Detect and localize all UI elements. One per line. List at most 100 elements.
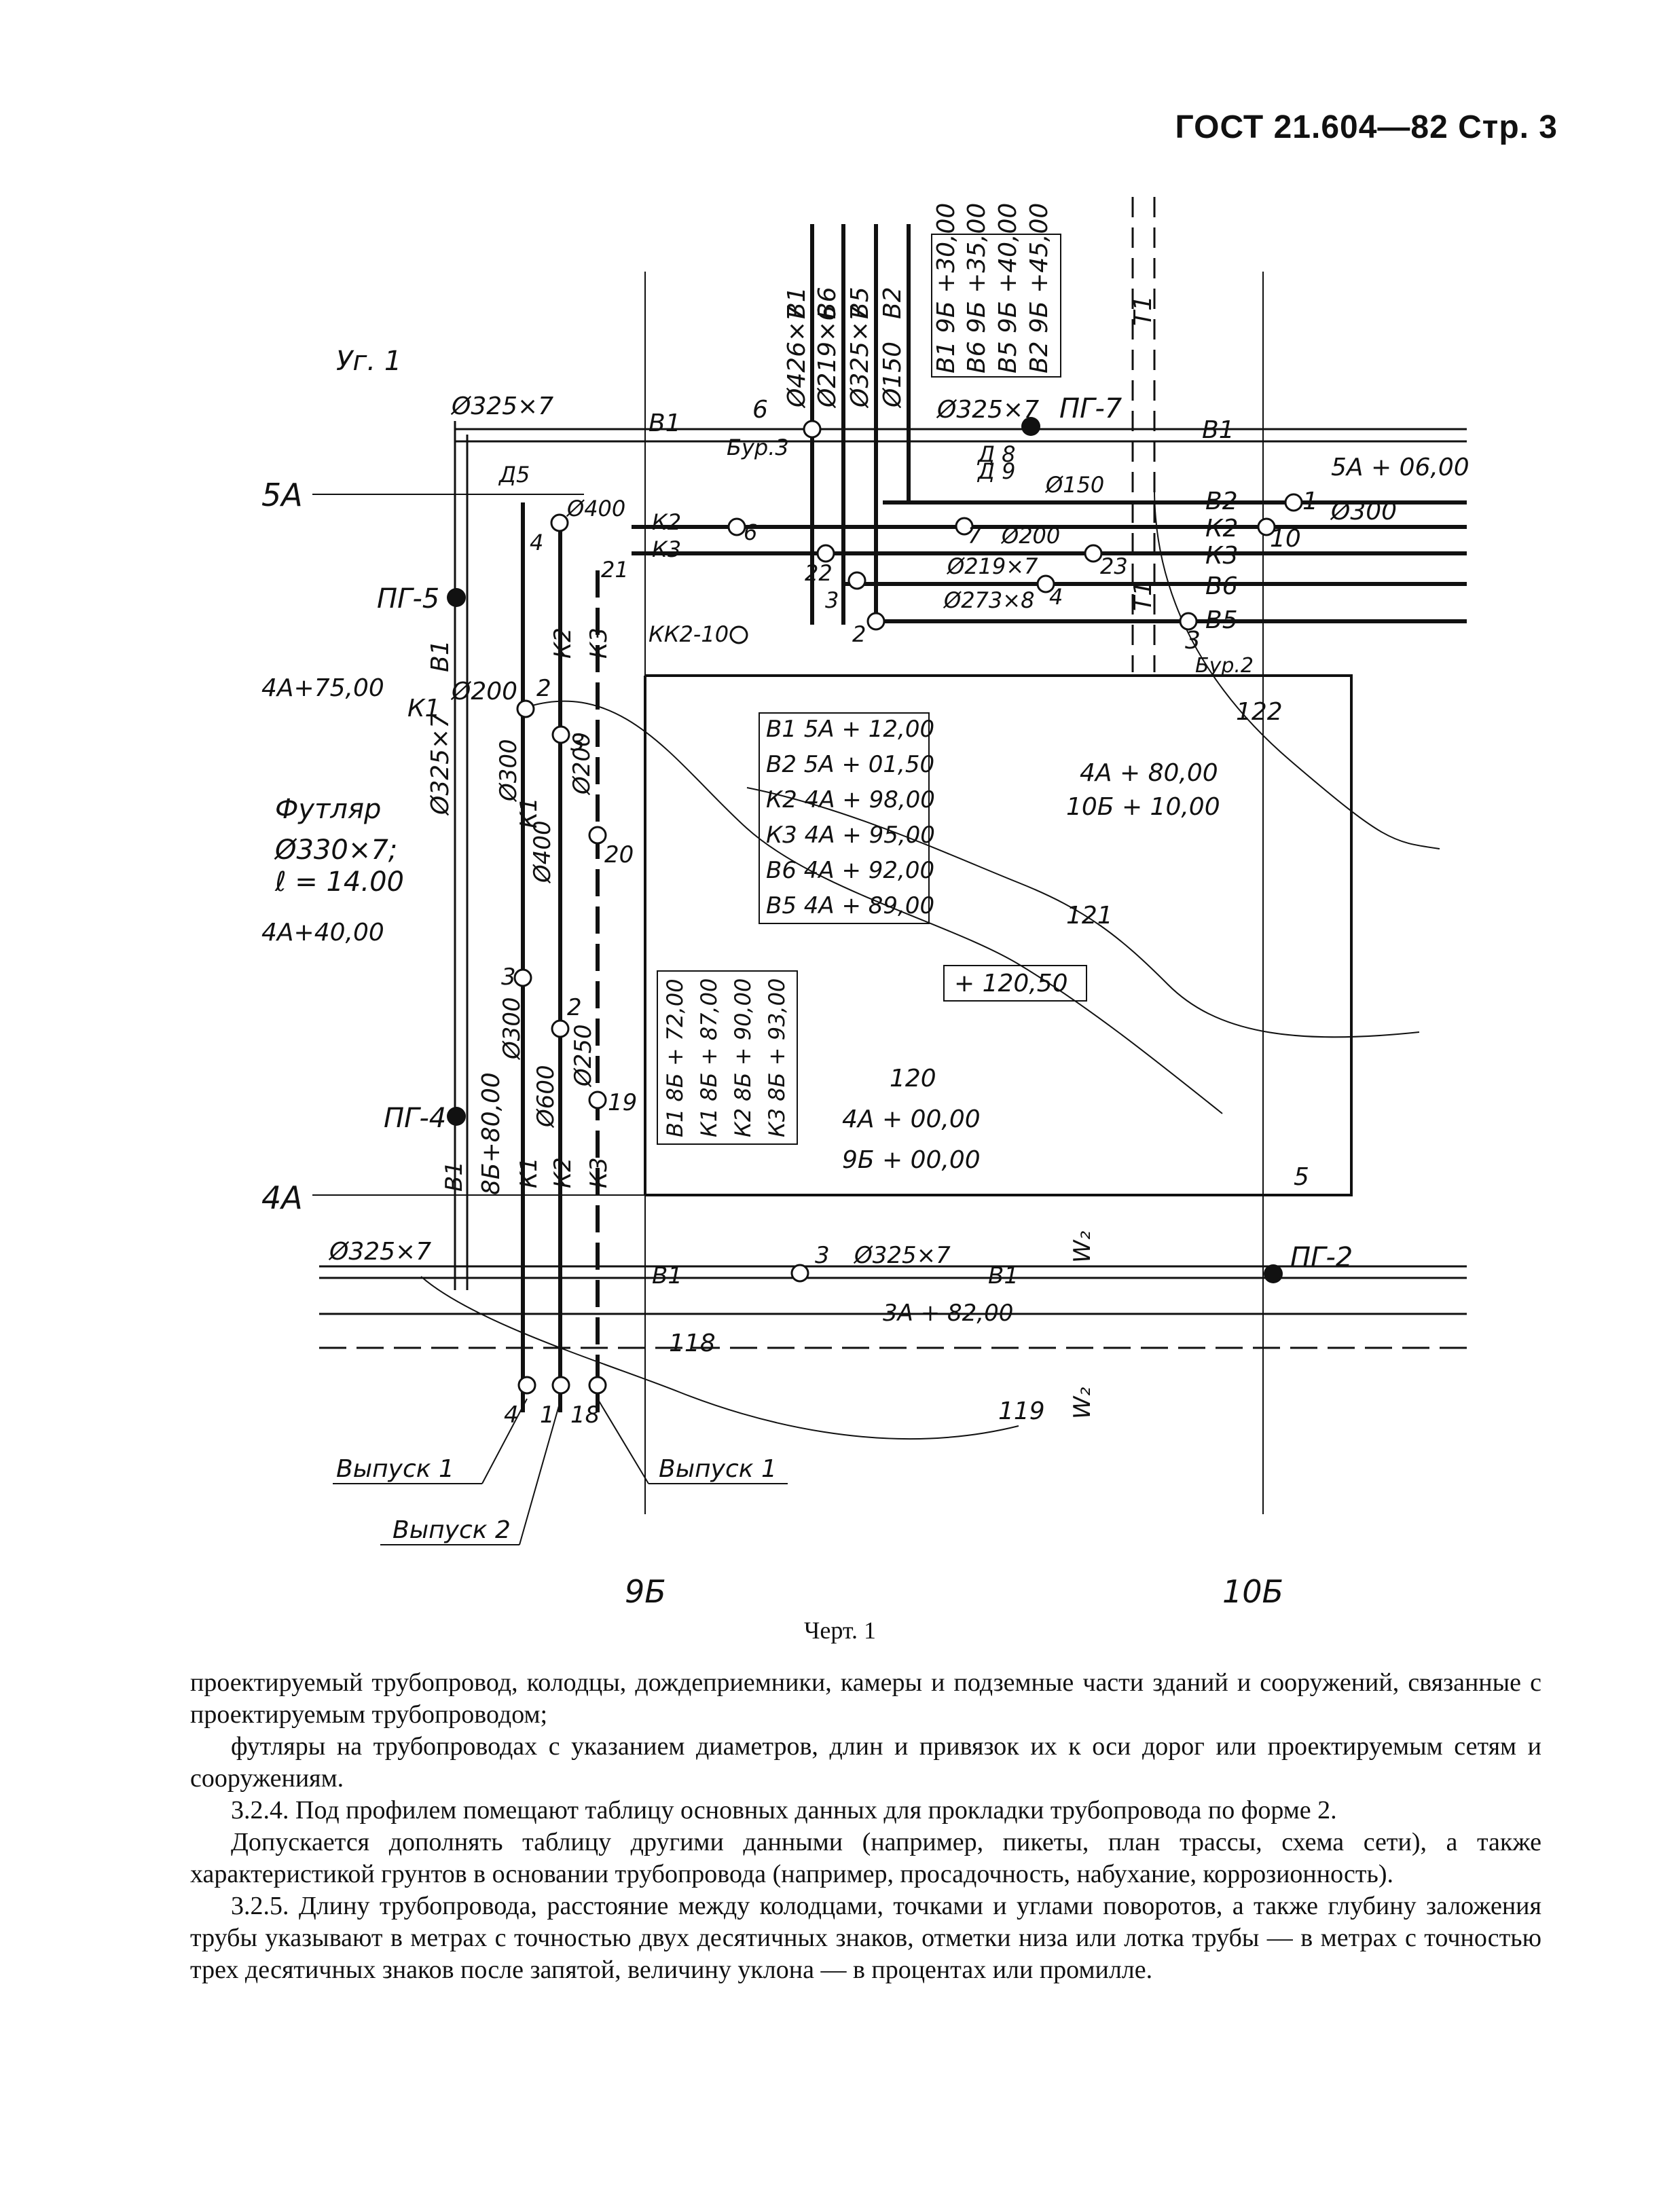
right-t1: Т1 [1129, 581, 1157, 611]
node-d400: Ø400 [566, 496, 625, 521]
axis-10b: 10Б [1222, 1573, 1283, 1609]
pipeline-plan-drawing: Ø426×7 Ø219×6 Ø325×7 Ø150 В1 В6 В5 В2 Т1… [261, 197, 1469, 1609]
bur3-label: Бур.3 [727, 435, 789, 460]
lower-k3: К3 [585, 1157, 613, 1188]
pipe-label-b5: В5 [846, 287, 874, 319]
building-outline [645, 674, 1353, 1196]
contour-122: 122 [1236, 698, 1283, 726]
right-mark-5a: 5А + 06,00 [1331, 454, 1469, 481]
hydrant-pg4: ПГ-4 [384, 1103, 446, 1134]
table-bottom-row-1: В1 8Б + 72,00 [662, 978, 688, 1137]
pipe-label-t1: Т1 [1129, 295, 1157, 326]
hydrant-pg2: ПГ-2 [1290, 1242, 1353, 1273]
right-b2: В2 [1205, 488, 1238, 515]
node-5: 5 [1294, 1163, 1309, 1191]
node-23: 23 [1100, 553, 1128, 579]
d325-vertical: Ø325×7 [426, 713, 454, 816]
right-k3: К3 [1205, 542, 1238, 570]
w2-label-2: W₂ [1069, 1387, 1096, 1419]
lower-b1: В1 [652, 1262, 682, 1289]
table-bottom-row-4: К3 8Б + 93,00 [764, 978, 790, 1137]
tie-in-1: В1 9Б +30,00 [932, 203, 960, 373]
node-k3: К3 [652, 536, 681, 562]
outlet-node-4: 4 [504, 1401, 519, 1429]
axis-5a: 5А [261, 477, 303, 513]
inner-d400: Ø400 [529, 820, 556, 884]
outlet-1-left: Выпуск 1 [336, 1455, 454, 1483]
axis-9b: 9Б [625, 1573, 666, 1609]
right-b5: В5 [1205, 606, 1238, 634]
paragraph-5: 3.2.5. Длину трубопровода, расстояние ме… [190, 1892, 1541, 1984]
table-bottom-row-2: К1 8Б + 87,00 [696, 978, 722, 1137]
table-bottom-row-3: К2 8Б + 90,00 [730, 978, 756, 1137]
table-top-row-2: В2 5А + 01,50 [766, 751, 934, 778]
node-21: 21 [601, 557, 629, 583]
node-kk2: КК2-10 [649, 621, 729, 647]
right-node-10: 10 [1270, 525, 1301, 553]
pipe-diameter-2: Ø219×6 [814, 306, 841, 409]
pipe-diameter-4: Ø150 [879, 342, 907, 409]
d325-top-right: Ø325×7 [936, 396, 1039, 424]
lower-node-3b: 3 [815, 1242, 830, 1269]
right-d300: Ø300 [1330, 498, 1397, 526]
lower-k2: К2 [549, 1157, 577, 1188]
pipe-label-b1: В1 [783, 287, 811, 319]
building-elevation: + 120,50 [954, 970, 1068, 997]
node-k2: К2 [652, 509, 681, 535]
d150-label: Ø150 [1044, 472, 1104, 498]
node-22: 22 [805, 560, 833, 586]
lower-d325: Ø325×7 [853, 1242, 951, 1269]
standard-number: ГОСТ 21.604—82 [1175, 109, 1448, 145]
page-header: ГОСТ 21.604—82 Стр. 3 [1175, 109, 1558, 146]
paragraph-3: 3.2.4. Под профилем помещают таблицу осн… [231, 1796, 1337, 1825]
lower-d600: Ø600 [532, 1065, 560, 1129]
lower-d300: Ø300 [498, 997, 526, 1061]
b1-left-label: В1 [426, 640, 454, 672]
node-4b: 4 [1049, 584, 1063, 610]
pipe-label-b2: В2 [879, 287, 907, 319]
lower-node-19: 19 [608, 1089, 637, 1116]
outlet-node-1: 1 [540, 1401, 555, 1429]
b1-mark: 8Б+80,00 [477, 1072, 505, 1195]
hydrant-pg7: ПГ-7 [1059, 393, 1122, 424]
outlet-2: Выпуск 2 [392, 1516, 511, 1544]
paragraph-1: проектируемый трубопровод, колодцы, дожд… [190, 1668, 1541, 1729]
corner-label: Уг. 1 [336, 346, 401, 377]
contour-118: 118 [669, 1330, 716, 1357]
node-d5: Д5 [498, 462, 530, 488]
outlet-1-right: Выпуск 1 [659, 1455, 777, 1483]
case-mark: 4А+40,00 [261, 919, 384, 947]
table-top-row-3: К2 4А + 98,00 [766, 786, 935, 813]
table-top-row-1: В1 5А + 12,00 [766, 716, 934, 743]
tie-in-2: В6 9Б +35,00 [963, 203, 991, 373]
node-4: 4 [530, 530, 543, 555]
node-3: 3 [825, 587, 839, 613]
right-k2: К2 [1205, 515, 1238, 543]
node-6-top: 6 [752, 396, 768, 424]
axis-4a: 4А [261, 1179, 303, 1216]
case-length: ℓ = 14.00 [274, 866, 404, 898]
inner-d300: Ø300 [495, 739, 522, 803]
node-d219: Ø219×7 [946, 553, 1038, 579]
bur2-label: Бур.2 [1195, 654, 1254, 678]
mark-3a: 3А + 82,00 [883, 1300, 1013, 1327]
case-diameter: Ø330×7; [274, 835, 397, 866]
inner-node-20: 20 [604, 841, 634, 868]
lower-b1-right: В1 [988, 1262, 1019, 1289]
inner-k1: К1 [515, 797, 543, 828]
pipe-diameter-3: Ø325×7 [846, 306, 874, 409]
d200-label: Ø200 [450, 678, 517, 705]
figure-caption: Черт. 1 [804, 1617, 876, 1644]
body-text: проектируемый трубопровод, колодцы, дожд… [190, 1667, 1541, 1986]
tie-in-3: В5 9Б +40,00 [994, 203, 1022, 373]
diameter-bottom-left: Ø325×7 [328, 1238, 431, 1266]
tie-in-4: В2 9Б +45,00 [1025, 203, 1053, 373]
inner-k2-vertical: К2 [549, 627, 577, 659]
contour-121: 121 [1066, 902, 1113, 930]
paragraph-2: футляры на трубопроводах с указанием диа… [190, 1732, 1541, 1793]
node-d200: Ø200 [1000, 523, 1060, 549]
inner-k3-vertical: К3 [585, 627, 613, 659]
pipe-label-b6: В6 [814, 287, 841, 319]
outlet-node-18: 18 [570, 1401, 600, 1429]
lower-b1-vertical: В1 [441, 1161, 468, 1192]
